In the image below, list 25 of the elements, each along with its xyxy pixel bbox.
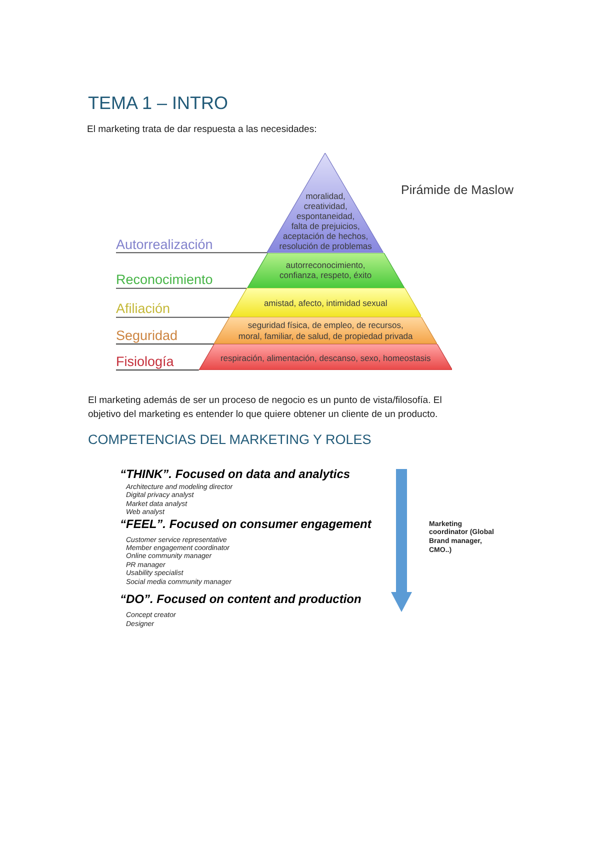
- level-text: respiración, alimentación, descanso, sexo, homeostasis: [220, 352, 431, 363]
- level-label: Seguridad: [116, 327, 178, 344]
- pyramid-level: [198, 344, 452, 370]
- leader-line: [116, 316, 230, 318]
- leader-line: [116, 288, 248, 289]
- level-label: Reconocimiento: [116, 271, 213, 288]
- level-text: amistad, afecto, intimidad sexual: [264, 298, 388, 308]
- page-title: TEMA 1 – INTRO: [88, 92, 228, 114]
- leader-line: [116, 252, 268, 254]
- level-text: seguridad física, de empleo, de recursos, moral, familiar, de salud, de propiedad privada: [238, 320, 413, 341]
- level-label: Fisiología: [116, 353, 174, 370]
- level-text: autorreconocimiento, confianza, respeto, éxito: [280, 260, 372, 280]
- category-heading: “DO”. Focused on content and production: [120, 592, 362, 606]
- category-heading: “THINK”. Focused on data and analytics: [120, 466, 350, 480]
- level-label: Autorrealización: [116, 236, 213, 253]
- pyramid-level: [246, 252, 405, 288]
- pyramid-title: Pirámide de Maslow: [401, 182, 514, 198]
- intro-text: El marketing trata de dar respuesta a las necesidades:: [87, 124, 317, 136]
- category-heading: “FEEL”. Focused on consumer engagement: [120, 517, 372, 532]
- pyramid-level: [214, 317, 438, 344]
- paragraph-text: El marketing además de ser un proceso de negocio es un punto de vista/filosofía. El objetivo del marketing es entender lo que quiere obtener un cliente de un producto.: [88, 394, 443, 422]
- pyramid-level: [230, 288, 422, 318]
- level-text: moralidad, creatividad, espontaneidad, falta de prejuicios, aceptación de hechos, resolución de problemas: [279, 190, 372, 251]
- level-label: Afiliación: [116, 300, 170, 318]
- section-heading: COMPETENCIAS DEL MARKETING Y ROLES: [88, 432, 372, 448]
